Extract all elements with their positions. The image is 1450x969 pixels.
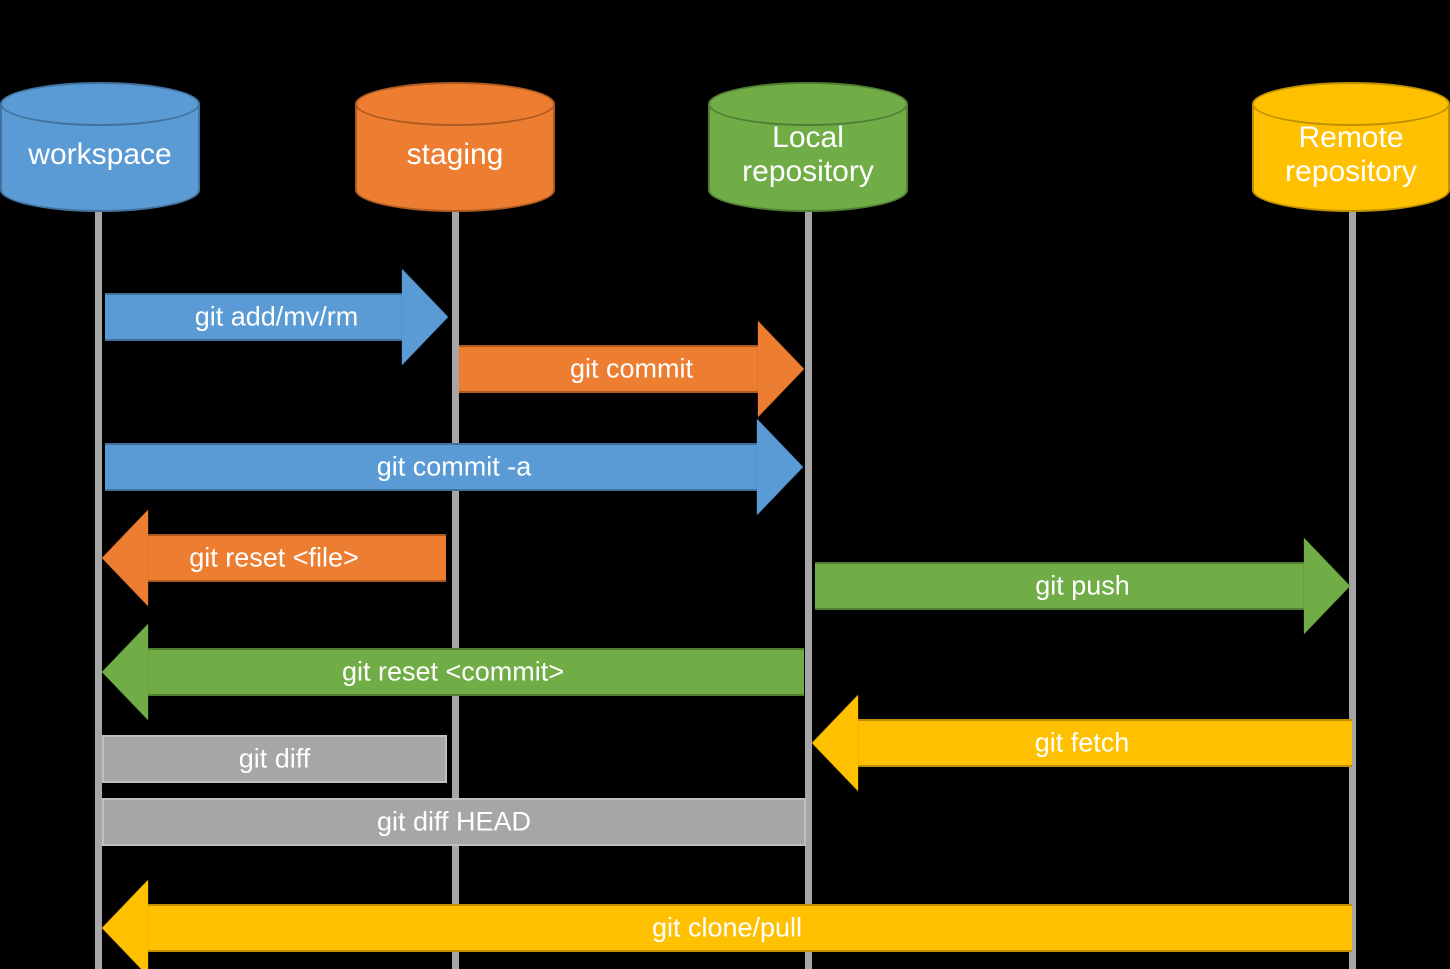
- cylinder-top-ellipse: [708, 82, 908, 126]
- cylinder-remote[interactable]: Remote repository: [1252, 82, 1450, 212]
- arrow-shaft: [148, 648, 804, 696]
- arrow-shaft: [459, 345, 758, 393]
- bar-label-diff: git diff: [238, 743, 311, 774]
- arrow-add[interactable]: git add/mv/rm: [105, 269, 448, 365]
- cylinder-label-workspace: workspace: [28, 137, 172, 171]
- cylinder-workspace[interactable]: workspace: [0, 82, 200, 212]
- arrow-shaft: [148, 534, 446, 582]
- bar-label-diff-head: git diff HEAD: [376, 806, 532, 837]
- cylinder-label-local: Local repository: [742, 120, 874, 189]
- arrow-clone-pull[interactable]: git clone/pull: [102, 880, 1352, 969]
- cylinder-staging[interactable]: staging: [355, 82, 555, 212]
- arrowhead-left-icon: [812, 695, 858, 791]
- lifeline-local: [805, 202, 812, 969]
- arrow-commit[interactable]: git commit: [459, 321, 804, 417]
- cylinder-label-staging: staging: [406, 137, 504, 171]
- arrow-push[interactable]: git push: [815, 538, 1350, 634]
- arrowhead-left-icon: [102, 624, 148, 720]
- cylinder-top-ellipse: [0, 82, 200, 126]
- cylinder-local[interactable]: Local repository: [708, 82, 908, 212]
- arrow-shaft: [105, 443, 757, 491]
- arrowhead-right-icon: [1304, 538, 1350, 634]
- cylinder-label-remote: Remote repository: [1285, 120, 1417, 189]
- arrow-reset-file[interactable]: git reset <file>: [102, 510, 446, 606]
- arrow-shaft: [105, 293, 402, 341]
- lifeline-workspace: [95, 202, 102, 969]
- cylinder-top-ellipse: [1252, 82, 1450, 126]
- arrow-fetch[interactable]: git fetch: [812, 695, 1352, 791]
- arrow-shaft: [858, 719, 1352, 767]
- arrowhead-right-icon: [758, 321, 804, 417]
- arrow-shaft: [148, 904, 1352, 952]
- arrow-commit-a[interactable]: git commit -a: [105, 419, 803, 515]
- arrowhead-right-icon: [757, 419, 803, 515]
- lifeline-staging: [452, 202, 459, 969]
- bar-diff[interactable]: git diff: [102, 735, 447, 783]
- arrow-reset-commit[interactable]: git reset <commit>: [102, 624, 804, 720]
- bar-diff-head[interactable]: git diff HEAD: [102, 798, 806, 846]
- arrowhead-left-icon: [102, 880, 148, 969]
- arrow-shaft: [815, 562, 1304, 610]
- lifeline-remote: [1349, 202, 1356, 969]
- arrowhead-left-icon: [102, 510, 148, 606]
- cylinder-top-ellipse: [355, 82, 555, 126]
- arrowhead-right-icon: [402, 269, 448, 365]
